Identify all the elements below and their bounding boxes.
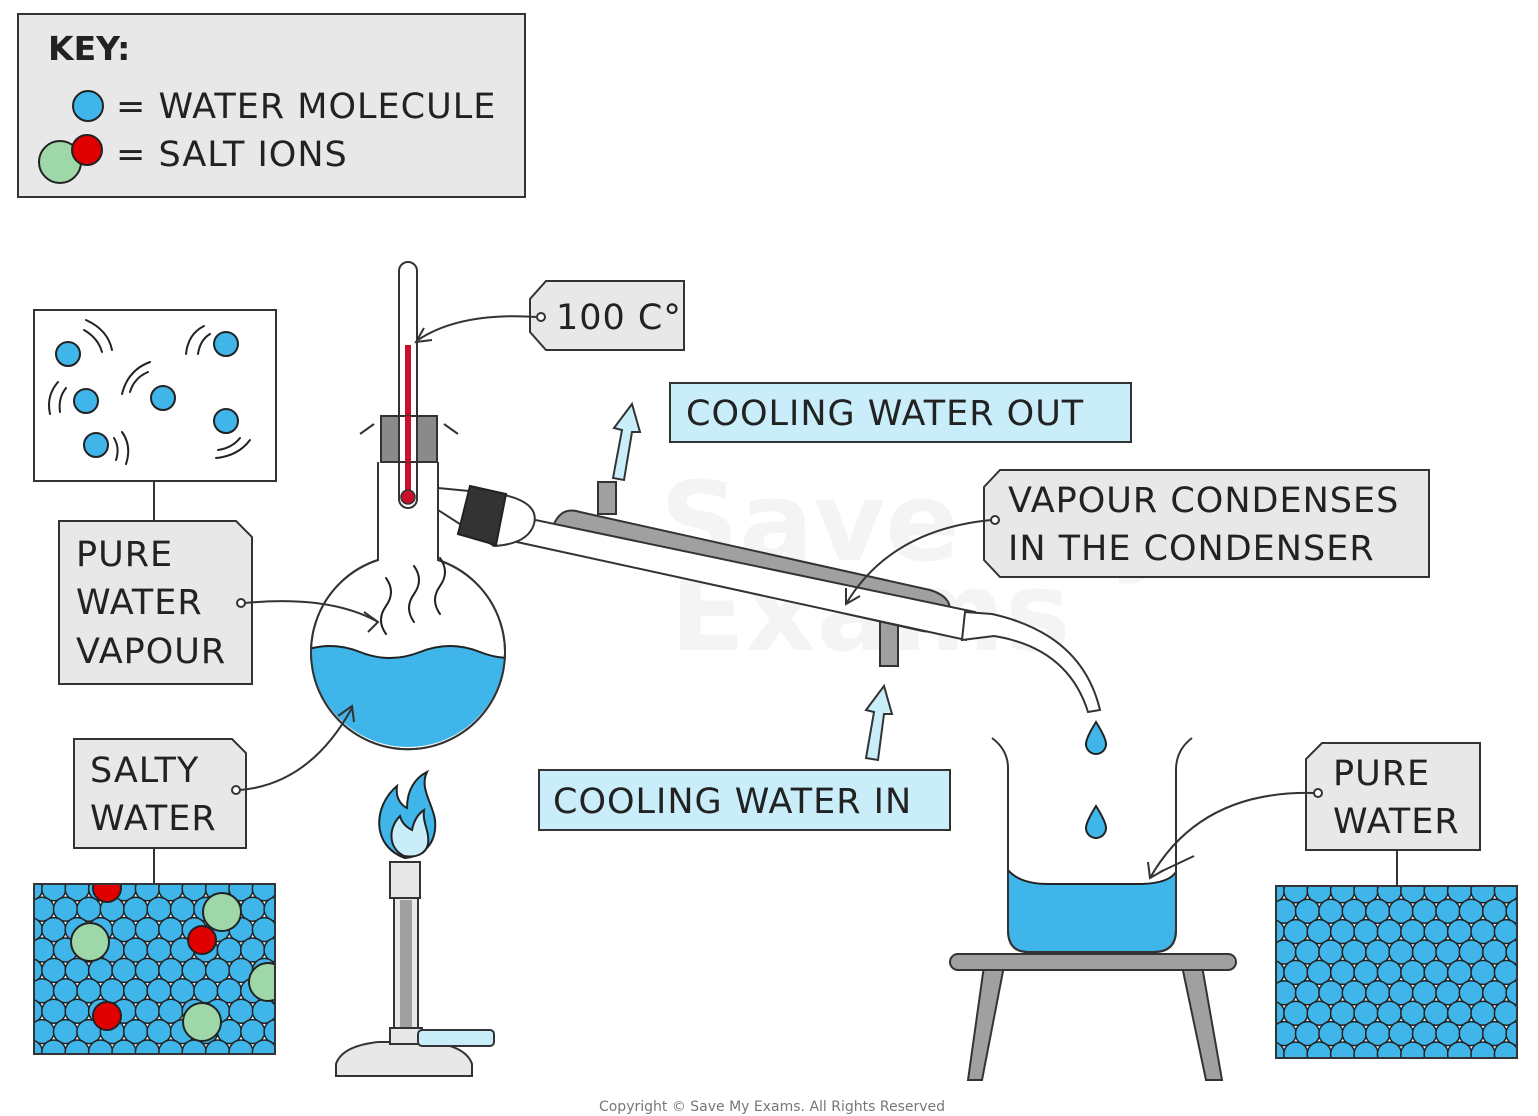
water-molecule-icon: [1493, 959, 1517, 986]
cooling-out-text: COOLING WATER OUT: [686, 394, 1084, 434]
salt-ion-icon: [92, 1001, 122, 1031]
water-molecule-icon: [1376, 1041, 1403, 1058]
beaker-and-tripod: [949, 720, 1237, 1081]
water-molecule-icon: [134, 1039, 161, 1054]
label-condenser: VAPOUR CONDENSES IN THE CONDENSER: [845, 469, 1430, 606]
salt-ion-icon: [187, 925, 217, 955]
water-molecule-icon: [263, 937, 275, 963]
water-molecule-icon: [1283, 1041, 1309, 1058]
water-molecule-icon: [55, 341, 81, 367]
water-molecule-icon: [1505, 1020, 1517, 1047]
condenser-text-line1: VAPOUR CONDENSES: [1008, 481, 1399, 521]
round-bottom-flask: [310, 415, 506, 751]
water-molecule-icon: [251, 884, 275, 902]
pure-text-line1: PURE: [1333, 754, 1430, 794]
water-molecule-icon: [1493, 1000, 1517, 1026]
pure-water-particles: [1275, 850, 1518, 1059]
water-drop-icon: [1084, 804, 1108, 839]
water-molecule-icon: [1400, 1041, 1426, 1058]
water-molecule-icon: [111, 1039, 137, 1054]
thermometer: [380, 261, 438, 509]
arrow-up-icon: [611, 401, 642, 482]
key-salt-ions: = SALT IONS: [116, 135, 348, 175]
label-salty-water: SALTY WATER: [73, 704, 355, 849]
water-molecule-icon: [263, 896, 275, 922]
label-cooling-water-in: COOLING WATER IN: [538, 769, 951, 831]
water-drop-icon: [1084, 720, 1108, 755]
water-molecule-icon: [34, 1039, 44, 1054]
vapour-particles-box: [33, 309, 277, 522]
water-molecule-icon: [1423, 1041, 1449, 1058]
key-water-molecule: = WATER MOLECULE: [116, 87, 496, 127]
water-molecule-icon: [204, 1039, 231, 1054]
water-molecule-icon: [181, 1039, 207, 1054]
water-molecule-icon: [64, 1039, 90, 1054]
label-pure-water: PURE WATER: [1147, 742, 1481, 880]
salt-ion-icon: [202, 892, 242, 932]
label-cooling-water-out: COOLING WATER OUT: [669, 382, 1132, 443]
water-molecule-icon: [73, 388, 99, 414]
salt-ion-icon: [71, 134, 103, 166]
temperature-text: 100 C°: [556, 298, 682, 338]
key-box: KEY: = WATER MOLECULE = SALT IONS: [17, 13, 526, 198]
salt-ion-icon: [70, 922, 110, 962]
salt-ion-icon: [248, 962, 275, 1002]
water-molecule-icon: [1353, 1041, 1379, 1058]
salty-text-line1: SALTY: [90, 751, 199, 791]
water-molecule-icon: [228, 1039, 254, 1054]
water-molecule-icon: [1505, 939, 1517, 965]
water-molecule-icon: [1306, 1041, 1332, 1058]
water-molecule-icon: [1493, 1041, 1517, 1058]
salty-water-particles: [33, 848, 276, 1055]
water-molecule-icon: [1329, 1041, 1356, 1058]
pure-text-line2: WATER: [1333, 802, 1460, 842]
key-title: KEY:: [48, 29, 130, 68]
water-molecule-icon: [41, 1039, 67, 1054]
cooling-in-text: COOLING WATER IN: [553, 782, 912, 822]
water-molecule-icon: [1276, 1041, 1286, 1058]
bunsen-burner: [335, 769, 495, 1077]
water-molecule-icon: [1493, 886, 1517, 904]
water-molecule-icon: [1470, 1041, 1496, 1058]
water-molecule-icon: [1505, 898, 1517, 924]
copyright: Copyright © Save My Exams. All Rights Re…: [599, 1099, 945, 1115]
salt-ion-icon: [92, 884, 122, 903]
condenser-text-line2: IN THE CONDENSER: [1008, 529, 1375, 569]
water-molecule-icon: [72, 90, 104, 122]
water-molecule-icon: [213, 408, 239, 434]
water-molecule-icon: [1505, 980, 1517, 1006]
label-temperature: 100 C°: [414, 280, 685, 351]
label-pure-water-vapour: PURE WATER VAPOUR: [58, 520, 380, 685]
water-molecule-icon: [83, 432, 109, 458]
vapour-text-line2: WATER: [76, 583, 203, 623]
arrow-up-icon: [864, 683, 894, 762]
cooling-water-arrows: [611, 401, 894, 762]
water-molecule-icon: [158, 1039, 184, 1054]
water-molecule-icon: [251, 1039, 275, 1054]
water-molecule-icon: [213, 331, 239, 357]
vapour-text-line3: VAPOUR: [76, 632, 226, 672]
water-molecule-icon: [1493, 918, 1517, 945]
water-molecule-icon: [87, 1039, 114, 1054]
salt-ion-icon: [182, 1002, 222, 1042]
water-molecule-icon: [150, 385, 176, 411]
water-molecule-icon: [251, 916, 275, 943]
water-molecule-icon: [263, 1018, 275, 1045]
water-molecule-icon: [1446, 1041, 1473, 1058]
vapour-text-line1: PURE: [76, 535, 173, 575]
salty-text-line2: WATER: [90, 799, 217, 839]
